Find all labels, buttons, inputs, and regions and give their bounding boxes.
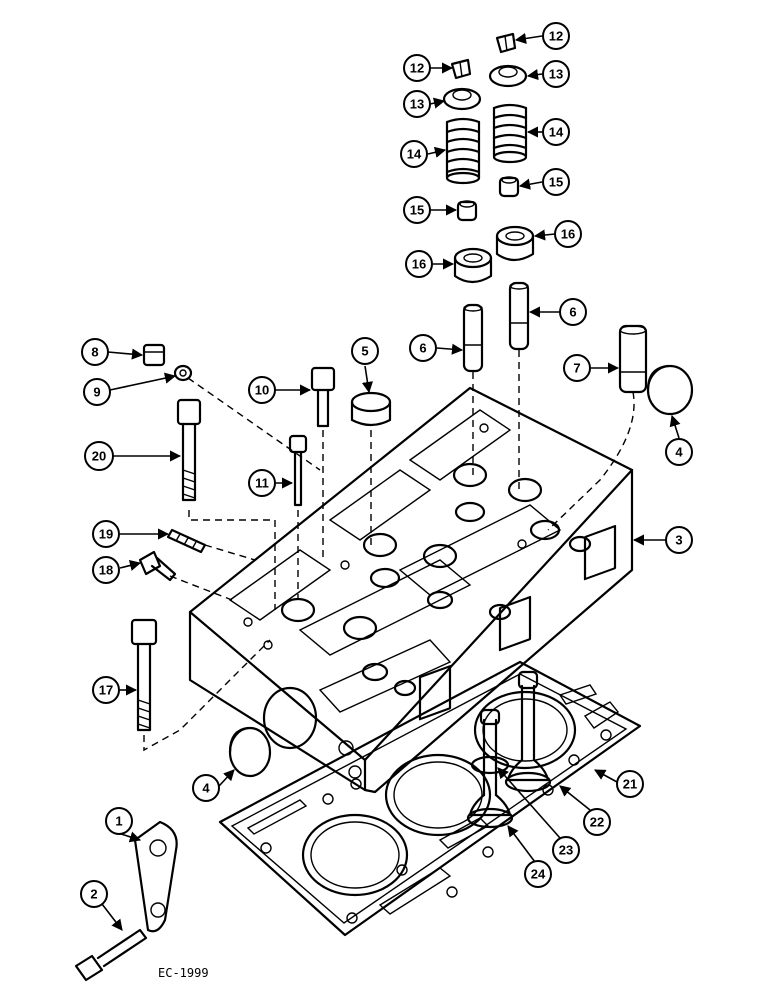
- callout-11: 11: [248, 469, 276, 497]
- leader-arrows: [101, 32, 681, 931]
- lifting-bracket-1: [133, 820, 178, 933]
- core-plug-4-left: [228, 726, 272, 778]
- injector-sleeve-7: [618, 324, 648, 394]
- callout-4-right: 4: [665, 438, 693, 466]
- bolt-11: [288, 434, 308, 507]
- callout-13a: 13: [403, 90, 431, 118]
- cylinder-head: [188, 386, 634, 794]
- bolt-10: [310, 366, 336, 428]
- svg-text:12: 12: [410, 61, 424, 76]
- callout-6b: 6: [559, 298, 587, 326]
- svg-text:6: 6: [419, 341, 426, 356]
- callout-14a: 14: [400, 140, 428, 168]
- valve-guide-6b: [508, 281, 530, 351]
- svg-text:3: 3: [675, 533, 682, 548]
- callout-1: 1: [105, 807, 133, 835]
- svg-text:16: 16: [412, 257, 426, 272]
- svg-text:19: 19: [99, 527, 113, 542]
- svg-text:5: 5: [361, 344, 368, 359]
- svg-text:9: 9: [93, 385, 100, 400]
- valve-24: [466, 708, 514, 829]
- svg-text:24: 24: [531, 867, 546, 882]
- callout-16a: 16: [405, 250, 433, 278]
- svg-text:21: 21: [623, 777, 637, 792]
- svg-text:13: 13: [410, 97, 424, 112]
- callout-15a: 15: [403, 196, 431, 224]
- svg-text:22: 22: [590, 815, 604, 830]
- callout-2: 2: [80, 880, 108, 908]
- callout-22: 22: [583, 808, 611, 836]
- callout-13b: 13: [542, 60, 570, 88]
- valve-collet-12a: [450, 58, 472, 80]
- valve-stem-seal-15a: [456, 200, 478, 222]
- callout-23: 23: [552, 836, 580, 864]
- svg-text:4: 4: [202, 781, 210, 796]
- callout-16b: 16: [554, 220, 582, 248]
- callouts: 12 12 13 13 14 14 15 15 16 16 6 6 7 4 5 …: [80, 22, 693, 908]
- spring-seat-16b: [495, 225, 535, 262]
- callout-24: 24: [524, 860, 552, 888]
- valve-stem-seal-15b: [498, 176, 520, 198]
- spring-seat-16a: [453, 247, 493, 284]
- svg-text:14: 14: [549, 125, 564, 140]
- plug-8: [142, 343, 166, 367]
- callout-3: 3: [665, 526, 693, 554]
- svg-text:6: 6: [569, 305, 576, 320]
- callout-12a: 12: [403, 54, 431, 82]
- svg-text:13: 13: [549, 67, 563, 82]
- valve-spring-14b: [492, 103, 528, 164]
- callout-10: 10: [248, 376, 276, 404]
- callout-12b: 12: [542, 22, 570, 50]
- svg-text:16: 16: [561, 227, 575, 242]
- bolt-20: [176, 398, 202, 502]
- stud-19: [166, 528, 207, 554]
- svg-text:14: 14: [407, 147, 422, 162]
- svg-text:2: 2: [90, 887, 97, 902]
- callout-18: 18: [92, 556, 120, 584]
- head-gasket: [218, 660, 642, 937]
- callout-15b: 15: [542, 168, 570, 196]
- svg-text:15: 15: [410, 203, 424, 218]
- valve-guide-6a: [462, 303, 484, 373]
- figure-reference: EC-1999: [158, 966, 209, 980]
- callout-21: 21: [616, 770, 644, 798]
- callout-14b: 14: [542, 118, 570, 146]
- valve-22: [504, 670, 552, 793]
- callout-8: 8: [81, 338, 109, 366]
- callout-19: 19: [92, 520, 120, 548]
- svg-text:23: 23: [559, 843, 573, 858]
- assembly-lines: [143, 350, 635, 752]
- spring-retainer-13a: [442, 87, 482, 111]
- valve-spring-14a: [445, 117, 481, 185]
- callout-7: 7: [563, 354, 591, 382]
- valve-collet-12b: [495, 32, 517, 54]
- svg-text:11: 11: [255, 476, 269, 491]
- svg-text:10: 10: [255, 383, 269, 398]
- svg-text:12: 12: [549, 29, 563, 44]
- callout-17: 17: [92, 676, 120, 704]
- svg-text:15: 15: [549, 175, 563, 190]
- bolt-2: [74, 928, 148, 982]
- svg-text:18: 18: [99, 563, 113, 578]
- bolt-17: [130, 618, 158, 732]
- callout-9: 9: [83, 378, 111, 406]
- callout-5: 5: [351, 337, 379, 365]
- callout-6a: 6: [409, 334, 437, 362]
- spring-retainer-13b: [488, 64, 528, 88]
- svg-text:1: 1: [115, 814, 122, 829]
- svg-text:4: 4: [675, 445, 683, 460]
- sleeve-5: [350, 391, 392, 427]
- svg-text:7: 7: [573, 361, 580, 376]
- svg-text:20: 20: [92, 449, 106, 464]
- svg-text:17: 17: [99, 683, 113, 698]
- svg-text:8: 8: [91, 345, 98, 360]
- callout-4-left: 4: [192, 774, 220, 802]
- bolt-18: [138, 550, 177, 582]
- core-plug-4-right: [646, 364, 694, 416]
- callout-20: 20: [84, 441, 114, 471]
